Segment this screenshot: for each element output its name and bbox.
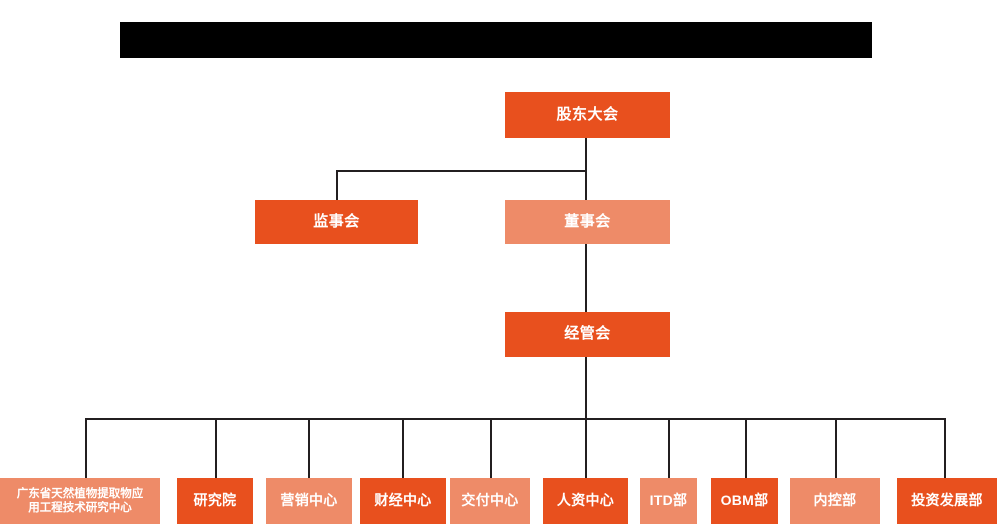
node-label: ITD部 xyxy=(649,492,688,509)
node-research-institute[interactable]: 研究院 xyxy=(177,478,253,524)
connector-drop-investment-dev-dept xyxy=(944,418,946,478)
node-label: 财经中心 xyxy=(374,492,432,509)
node-label: 营销中心 xyxy=(280,492,338,509)
connector-drop-itd-department xyxy=(668,418,670,478)
connector-directors-to-management xyxy=(585,244,587,314)
node-label: 研究院 xyxy=(193,492,237,509)
connector-drop-internal-control-dept xyxy=(835,418,837,478)
node-guangdong-research-center[interactable]: 广东省天然植物提取物应 用工程技术研究中心 xyxy=(0,478,160,524)
connector-drop-supervisors xyxy=(336,170,338,202)
node-shareholders-meeting[interactable]: 股东大会 xyxy=(505,92,670,138)
node-itd-department[interactable]: ITD部 xyxy=(640,478,697,524)
node-label: 监事会 xyxy=(313,212,360,230)
connector-drop-finance-center xyxy=(402,418,404,478)
connector-drop-guangdong-research-center xyxy=(85,418,87,478)
node-label: 投资发展部 xyxy=(911,492,983,509)
node-finance-center[interactable]: 财经中心 xyxy=(360,478,446,524)
node-investment-dev-dept[interactable]: 投资发展部 xyxy=(897,478,997,524)
node-label: 董事会 xyxy=(564,212,611,230)
connector-drop-marketing-center xyxy=(308,418,310,478)
connector-drop-research-institute xyxy=(215,418,217,478)
node-label: 股东大会 xyxy=(556,105,619,123)
connector-drop-hr-center xyxy=(585,418,587,478)
connector-shareholders-down xyxy=(585,138,587,172)
connector-drop-delivery-center xyxy=(490,418,492,478)
connector-drop-directors xyxy=(585,170,587,202)
connector-drop-obm-department xyxy=(745,418,747,478)
node-hr-center[interactable]: 人资中心 xyxy=(543,478,628,524)
node-label: 交付中心 xyxy=(461,492,519,509)
node-management-committee[interactable]: 经管会 xyxy=(505,312,670,357)
node-label: 经管会 xyxy=(564,325,611,343)
node-label: 广东省天然植物提取物应 用工程技术研究中心 xyxy=(16,487,144,514)
node-board-of-supervisors[interactable]: 监事会 xyxy=(255,200,418,244)
node-label: 内控部 xyxy=(813,492,857,509)
node-board-of-directors[interactable]: 董事会 xyxy=(505,200,670,244)
node-marketing-center[interactable]: 营销中心 xyxy=(266,478,352,524)
connector-management-down xyxy=(585,357,587,419)
node-internal-control-dept[interactable]: 内控部 xyxy=(790,478,880,524)
node-delivery-center[interactable]: 交付中心 xyxy=(450,478,530,524)
node-label: 人资中心 xyxy=(556,492,615,509)
connector-level4-bus xyxy=(85,418,945,420)
node-obm-department[interactable]: OBM部 xyxy=(711,478,778,524)
title-banner-redacted xyxy=(120,22,872,58)
connector-level2-bus xyxy=(336,170,587,172)
node-label: OBM部 xyxy=(720,492,769,509)
